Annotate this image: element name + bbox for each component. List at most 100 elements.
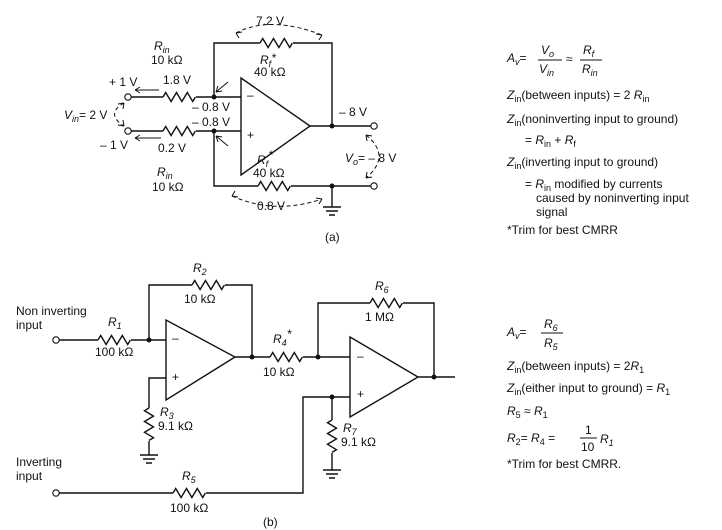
- label-inverting-2: input: [16, 469, 43, 483]
- opamp-a: [240, 76, 312, 177]
- resistor-r3: [143, 407, 155, 442]
- note-b-r1-term: R1: [600, 432, 614, 448]
- label-noninverting-2: input: [16, 318, 43, 332]
- arrow-a-node-bot: [215, 135, 229, 147]
- note-a-zin-inv-line3: signal: [536, 205, 567, 219]
- label-minus-0-8v-a: – 0.8 V: [192, 100, 230, 114]
- panel-b-notes: Av= R6 R5 Zin(between inputs) = 2R1 Zin(…: [506, 317, 670, 471]
- note-a-rin: Rin: [582, 62, 598, 78]
- panel-a-notes: Av= Vo Vin ≈ Rf Rin Zin(between inputs) …: [506, 43, 689, 237]
- caption-a: (a): [325, 230, 340, 244]
- note-b-av: Av=: [506, 325, 527, 341]
- wire-b-r5-out: [206, 396, 332, 494]
- wire-b-r2-right: [225, 284, 253, 357]
- note-b-r5-eq: R5 ≈ R1: [507, 404, 548, 420]
- label-r5: R5: [182, 469, 197, 485]
- label-rf-bottom: Rf*: [257, 148, 273, 169]
- opamp-b2-plus: +: [357, 387, 364, 401]
- label-r4-value: 10 kΩ: [263, 365, 295, 379]
- label-r2-value: 10 kΩ: [184, 292, 216, 306]
- label-rf-bottom-value: 40 kΩ: [253, 166, 285, 180]
- arc-a-top-arrows: [235, 31, 323, 41]
- note-a-zin-inv-line1: = Rin modified by currents: [525, 177, 662, 193]
- note-b-zin-either: Zin(either input to ground) = R1: [506, 381, 670, 397]
- label-rf-top-value: 40 kΩ: [254, 65, 286, 79]
- wire-b-r7-top: [331, 396, 350, 420]
- terminal-a-ground: [370, 182, 378, 190]
- note-b-frac-num: 1: [585, 423, 592, 437]
- wire-a-ground-left: [213, 131, 258, 187]
- label-r5-value: 100 kΩ: [170, 501, 208, 515]
- resistor-r6: [369, 297, 404, 309]
- resistor-rf-bottom: [257, 180, 292, 192]
- terminal-a-output: [370, 122, 378, 130]
- resistor-r1: [97, 334, 132, 346]
- label-inverting-1: Inverting: [16, 455, 62, 469]
- label-minus-1v: – 1 V: [100, 138, 128, 152]
- opamp-b1-minus: –: [172, 331, 179, 345]
- label-rin-top-value: 10 kΩ: [151, 53, 183, 67]
- caption-b: (b): [263, 515, 278, 529]
- wire-b-r6-left: [317, 302, 370, 357]
- label-r2: R2: [193, 261, 207, 277]
- resistor-r5: [172, 487, 207, 499]
- label-r3-value: 9.1 kΩ: [158, 419, 193, 433]
- wire-b-r3-top: [148, 377, 166, 408]
- opamp-b2-minus: –: [357, 349, 364, 363]
- resistor-rf-top: [259, 37, 294, 49]
- label-plus-1v: + 1 V: [109, 75, 137, 89]
- note-b-r2-r4-eq: R2= R4 =: [507, 431, 555, 447]
- ground-a-icon: [323, 186, 341, 216]
- label-0-2v: 0.2 V: [158, 141, 186, 155]
- wire-b-r2-left: [148, 284, 192, 340]
- note-a-zin-inv-line2: caused by noninverting input: [536, 191, 689, 205]
- arc-a-vin: [114, 102, 125, 127]
- arc-a-vo-arrows: [365, 134, 373, 179]
- note-a-zin-between: Zin(between inputs) = 2 Rin: [506, 88, 649, 104]
- label-rin-bottom-value: 10 kΩ: [152, 180, 184, 194]
- label-r4: R4*: [273, 327, 292, 348]
- arc-a-vin-arrows: [117, 102, 125, 127]
- label-0-8v: 0.8 V: [257, 199, 285, 213]
- opamp-a-minus: –: [247, 88, 254, 102]
- label-vo: Vo= – 8 V: [345, 151, 396, 167]
- node-b-output-2: [431, 374, 437, 380]
- label-rin-top: Rin: [154, 39, 170, 55]
- label-r1-value: 100 kΩ: [95, 345, 133, 359]
- node-a-output: [329, 123, 335, 129]
- arrow-a-bot-current: [134, 134, 161, 142]
- note-b-trim: *Trim for best CMRR.: [507, 457, 621, 471]
- label-r7-value: 9.1 kΩ: [341, 435, 376, 449]
- note-a-zin-noninv: Zin(noninverting input to ground): [506, 112, 678, 128]
- resistor-r7: [326, 419, 338, 454]
- note-b-r5: R5: [544, 336, 559, 352]
- label-vin: Vin= 2 V: [64, 108, 107, 124]
- arrow-a-node-top: [215, 81, 229, 93]
- opamp-b1: [165, 318, 237, 402]
- note-b-zin-between: Zin(between inputs) = 2R1: [506, 359, 644, 375]
- arrow-a-top-current: [134, 86, 159, 94]
- note-a-vo: Vo: [541, 43, 554, 59]
- note-a-rf: Rf: [583, 43, 596, 59]
- resistor-r4: [269, 351, 304, 363]
- label-minus-8v: – 8 V: [339, 105, 367, 119]
- panel-b-circuit: – + – +: [16, 261, 455, 529]
- label-1-8v: 1.8 V: [163, 73, 191, 87]
- resistor-rin-bottom: [162, 125, 197, 137]
- terminal-a-bottom: [124, 127, 132, 135]
- terminal-b-inverting: [52, 489, 60, 497]
- label-rf-top: Rf*: [260, 51, 276, 69]
- panel-a-circuit: – +: [64, 14, 396, 244]
- wire-a-feedback-right: [293, 42, 333, 126]
- note-b-frac-den: 10: [581, 440, 595, 454]
- note-a-vin: Vin: [539, 62, 554, 78]
- note-a-av: Av=: [506, 51, 527, 67]
- note-b-r6: R6: [544, 317, 558, 333]
- note-a-zin-noninv-value: = Rin + Rf: [525, 133, 576, 149]
- arc-a-top: [235, 24, 323, 36]
- note-a-approx: ≈: [566, 52, 573, 66]
- node-b-output-1: [249, 354, 255, 360]
- terminal-b-noninverting: [52, 336, 60, 344]
- arc-a-bottom-arrows: [231, 190, 323, 205]
- label-r7: R7: [343, 421, 358, 437]
